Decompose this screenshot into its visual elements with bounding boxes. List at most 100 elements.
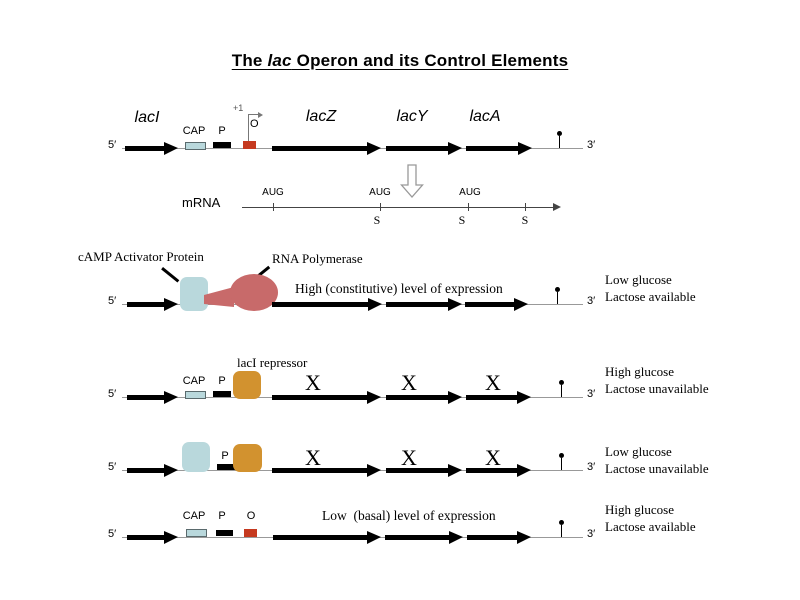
- mrna-label: mRNA: [182, 195, 221, 210]
- lacy-gene-arrow: [386, 464, 462, 477]
- laca-gene-arrow: [466, 391, 531, 404]
- laca-gene-arrow: [465, 298, 528, 311]
- transcription-start-arrow-icon: [258, 112, 263, 118]
- three-prime-label: 3′: [587, 461, 596, 473]
- glucose-condition: Low glucose: [605, 444, 672, 459]
- promoter-label: P: [218, 125, 226, 137]
- stop-label: S: [373, 213, 381, 227]
- laci-repressor-protein: [233, 371, 261, 399]
- mrna-tick: [525, 203, 526, 211]
- rna-polymerase-callout: RNA Polymerase: [272, 251, 363, 266]
- stop-label: S: [521, 213, 529, 227]
- five-prime-label: 5′: [108, 388, 117, 400]
- three-prime-label: 3′: [587, 388, 596, 400]
- laca-gene-arrow: [466, 142, 532, 155]
- gene-label-laca: lacA: [469, 108, 501, 125]
- down-arrow-icon: [400, 164, 424, 198]
- lacy-gene-arrow: [385, 531, 463, 544]
- lacy-gene-arrow: [386, 391, 462, 404]
- gene-label-laci: lacI: [134, 109, 160, 126]
- glucose-condition: Low glucose: [605, 272, 672, 287]
- camp-activator-protein: [180, 277, 208, 311]
- five-prime-label: 5′: [108, 139, 117, 151]
- title-lac: lac: [267, 51, 292, 70]
- cap-site-label: CAP: [182, 375, 206, 387]
- lacy-gene-arrow: [386, 142, 462, 155]
- mrna-tick: [380, 203, 381, 211]
- glucose-condition: High glucose: [605, 502, 674, 517]
- mrna-tick: [273, 203, 274, 211]
- laci-repressor-protein: [233, 444, 262, 472]
- expression-level-text: Low (basal) level of expression: [322, 508, 496, 523]
- lactose-condition: Lactose available: [605, 289, 696, 304]
- laca-gene-arrow: [467, 531, 531, 544]
- laci-gene-arrow: [125, 142, 178, 155]
- lacz-gene-arrow: [272, 142, 381, 155]
- lactose-condition: Lactose unavailable: [605, 381, 709, 396]
- promoter-box: [213, 391, 231, 397]
- camp-activator-protein: [182, 442, 210, 472]
- promoter-label: P: [218, 510, 226, 522]
- blocked-x-mark: X: [305, 445, 321, 470]
- terminator-icon: [557, 131, 562, 148]
- five-prime-label: 5′: [108, 461, 117, 473]
- laci-gene-arrow: [127, 531, 178, 544]
- cap-site-label: CAP: [182, 125, 206, 137]
- five-prime-label: 5′: [108, 295, 117, 307]
- promoter-box: [217, 464, 235, 470]
- lacz-gene-arrow: [272, 298, 382, 311]
- blocked-x-mark: X: [485, 445, 501, 470]
- mrna-line: [242, 207, 554, 208]
- glucose-condition: High glucose: [605, 364, 674, 379]
- mrna-tick: [468, 203, 469, 211]
- three-prime-label: 3′: [587, 295, 596, 307]
- title-pre: The: [231, 51, 268, 70]
- operator-box: [244, 529, 257, 537]
- promoter-box: [216, 530, 233, 536]
- laci-gene-arrow: [127, 391, 178, 404]
- gene-label-lacy: lacY: [396, 108, 428, 125]
- transcription-start-line: [248, 114, 249, 148]
- lacz-gene-arrow: [272, 464, 381, 477]
- mrna-arrowhead-icon: [553, 203, 561, 211]
- blocked-x-mark: X: [485, 370, 501, 395]
- operator-label: O: [246, 510, 256, 522]
- lacz-gene-arrow: [272, 391, 381, 404]
- cap-site-box: [186, 529, 207, 537]
- lactose-condition: Lactose available: [605, 519, 696, 534]
- lactose-condition: Lactose unavailable: [605, 461, 709, 476]
- blocked-x-mark: X: [401, 445, 417, 470]
- laca-gene-arrow: [466, 464, 531, 477]
- cap-site-box: [185, 142, 206, 150]
- promoter-label: P: [221, 450, 229, 462]
- start-codon-label: AUG: [262, 187, 284, 198]
- blocked-x-mark: X: [401, 370, 417, 395]
- promoter-box: [213, 142, 231, 148]
- gene-label-lacz: lacZ: [305, 108, 337, 125]
- terminator-icon: [559, 520, 564, 537]
- five-prime-label: 5′: [108, 528, 117, 540]
- terminator-icon: [559, 380, 564, 397]
- title-post: Operon and its Control Elements: [291, 51, 569, 70]
- three-prime-label: 3′: [587, 528, 596, 540]
- terminator-icon: [555, 287, 560, 304]
- cap-site-box: [185, 391, 206, 399]
- promoter-label: P: [218, 375, 226, 387]
- stop-label: S: [458, 213, 466, 227]
- lacz-gene-arrow: [273, 531, 381, 544]
- operator-box: [243, 141, 256, 149]
- camp-activator-callout: cAMP Activator Protein: [78, 249, 204, 264]
- callout-pointer-line: [161, 267, 180, 283]
- expression-level-text: High (constitutive) level of expression: [295, 281, 503, 296]
- three-prime-label: 3′: [587, 139, 596, 151]
- plus-one-label: +1: [233, 103, 244, 113]
- laci-gene-arrow: [127, 298, 178, 311]
- start-codon-label: AUG: [369, 187, 391, 198]
- laci-gene-arrow: [127, 464, 178, 477]
- cap-site-label: CAP: [182, 510, 206, 522]
- start-codon-label: AUG: [459, 187, 481, 198]
- lacy-gene-arrow: [386, 298, 462, 311]
- transcription-start-arrow-shaft: [248, 114, 259, 115]
- laci-repressor-callout: lacI repressor: [237, 355, 308, 370]
